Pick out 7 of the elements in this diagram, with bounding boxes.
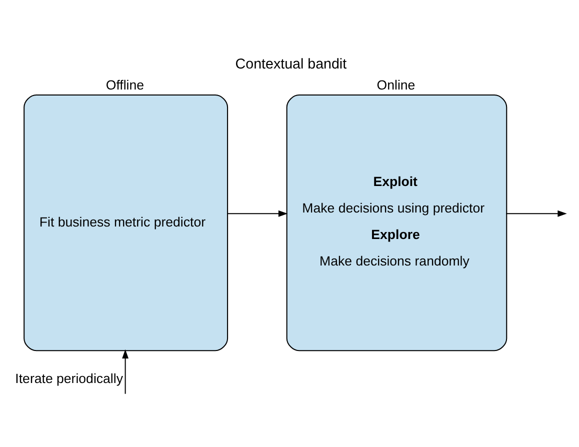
edge-label: Iterate periodically (15, 370, 123, 386)
diagram-title: Contextual bandit (235, 56, 347, 72)
node-label: Online (376, 76, 416, 92)
arrow (506, 210, 567, 216)
node-label: Offline (106, 76, 144, 92)
arrow (227, 210, 288, 216)
arrow (122, 348, 129, 394)
